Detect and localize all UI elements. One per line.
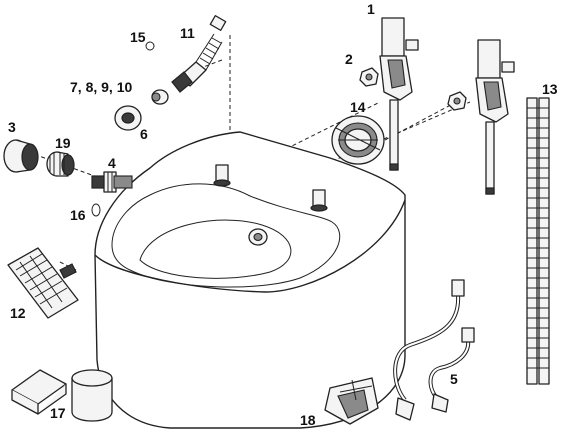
- end-cap: [3, 139, 39, 173]
- callout-15: 15: [130, 29, 146, 45]
- spacer-strips: [526, 97, 550, 385]
- callout-5: 5: [450, 371, 458, 387]
- toilet-bowl: [94, 131, 406, 429]
- filter-grille: [7, 247, 79, 319]
- callout-13: 13: [542, 81, 558, 97]
- callout-7-8-9-10: 7, 8, 9, 10: [70, 79, 132, 95]
- nut: [359, 67, 379, 87]
- drain-seal: [331, 115, 385, 165]
- sponge-and-cleaner: [11, 369, 113, 422]
- callout-19: 19: [55, 135, 71, 151]
- valve-cartridge: [91, 171, 133, 193]
- callout-12: 12: [10, 305, 26, 321]
- callout-3: 3: [8, 119, 16, 135]
- wall-bracket-right: [475, 39, 515, 195]
- callout-1: 1: [367, 1, 375, 17]
- rim-bracket: [324, 377, 379, 425]
- callout-2: 2: [345, 51, 353, 67]
- o-ring-valve: [91, 203, 101, 217]
- knurled-nut: [46, 151, 75, 177]
- callout-17: 17: [50, 405, 66, 421]
- small-fittings: [151, 89, 169, 105]
- washer: [114, 105, 142, 131]
- fixing-stud-left: [213, 164, 231, 187]
- callout-11: 11: [180, 25, 195, 41]
- wall-bracket-left: [379, 17, 419, 171]
- callout-labels: 1 2 3 4 5 6 7, 8, 9, 10 11 12 13 14 15 1…: [8, 1, 558, 428]
- nut: [447, 91, 467, 111]
- callout-6: 6: [140, 126, 148, 142]
- callout-14: 14: [350, 99, 366, 115]
- callout-18: 18: [300, 412, 316, 428]
- callout-4: 4: [108, 155, 116, 171]
- fixing-stud-right: [310, 189, 328, 212]
- braided-hose: [171, 15, 227, 93]
- hose-pair: [393, 279, 475, 421]
- callout-16: 16: [70, 207, 86, 223]
- o-ring-small: [145, 41, 155, 51]
